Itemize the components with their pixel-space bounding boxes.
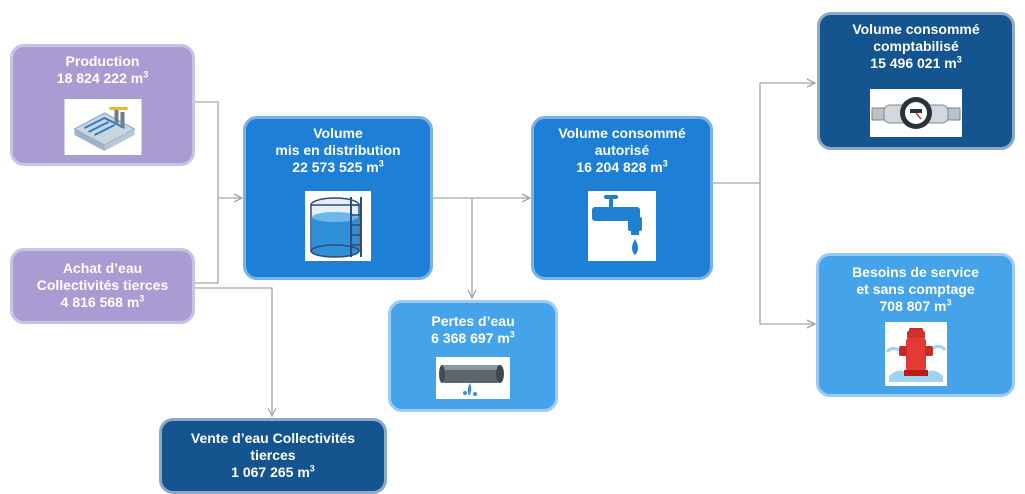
water-tap-icon xyxy=(588,191,656,261)
volume-autorise-box: Volume consommé autorisé 16 204 828 m3 xyxy=(531,116,713,280)
vente-eau-subtitle: tierces xyxy=(250,447,296,463)
volume-distribution-box: Volume mis en distribution 22 573 525 m3 xyxy=(243,116,433,280)
volume-distribution-value: 22 573 525 m xyxy=(292,159,379,175)
besoins-service-title: Besoins de service xyxy=(852,264,979,280)
volume-comptabilise-title: Volume consommé xyxy=(852,21,980,37)
besoins-service-subtitle: et sans comptage xyxy=(856,281,975,297)
volume-comptabilise-box: Volume consommé comptabilisé 15 496 021 … xyxy=(817,12,1015,150)
fire-hydrant-icon xyxy=(884,322,947,386)
arrow-autorise-to-besoins xyxy=(759,183,815,324)
pertes-eau-title: Pertes d’eau xyxy=(431,313,515,329)
volume-distribution-subtitle: mis en distribution xyxy=(275,142,401,158)
production-box: Production 18 824 222 m3 xyxy=(10,44,195,166)
volume-autorise-value: 16 204 828 m xyxy=(576,159,663,175)
volume-autorise-subtitle: autorisé xyxy=(594,142,650,158)
achat-eau-title: Achat d’eau xyxy=(62,260,143,276)
achat-eau-value: 4 816 568 m xyxy=(60,294,140,310)
volume-comptabilise-value: 15 496 021 m xyxy=(870,55,957,71)
besoins-service-box: Besoins de service et sans comptage 708 … xyxy=(816,253,1015,397)
arrow-autorise-to-comptabilise xyxy=(712,83,815,184)
vente-eau-title: Vente d’eau Collectivités xyxy=(190,430,356,446)
achat-eau-subtitle: Collectivités tierces xyxy=(36,277,169,293)
volume-distribution-title: Volume xyxy=(313,125,363,141)
production-value: 18 824 222 m xyxy=(56,70,144,86)
water-treatment-plant-icon xyxy=(64,99,141,155)
achat-eau-box: Achat d’eau Collectivités tierces 4 816 … xyxy=(10,248,195,324)
besoins-service-value: 708 807 m xyxy=(879,298,947,314)
water-meter-icon xyxy=(870,89,962,137)
volume-autorise-title: Volume consommé xyxy=(558,125,686,141)
water-tank-icon xyxy=(305,191,371,261)
arrow-achat-to-distribution xyxy=(195,198,219,284)
vente-eau-value: 1 067 265 m xyxy=(231,464,310,480)
production-title: Production xyxy=(65,53,140,69)
volume-comptabilise-subtitle: comptabilisé xyxy=(873,38,959,54)
pertes-eau-box: Pertes d’eau 6 368 697 m3 xyxy=(388,300,558,412)
pertes-eau-value: 6 368 697 m xyxy=(431,330,510,346)
leaking-pipe-icon xyxy=(436,357,510,399)
arrow-achat-to-vente xyxy=(195,287,272,416)
arrow-production-to-distribution xyxy=(195,101,242,198)
vente-eau-box: Vente d’eau Collectivités tierces 1 067 … xyxy=(159,418,387,494)
